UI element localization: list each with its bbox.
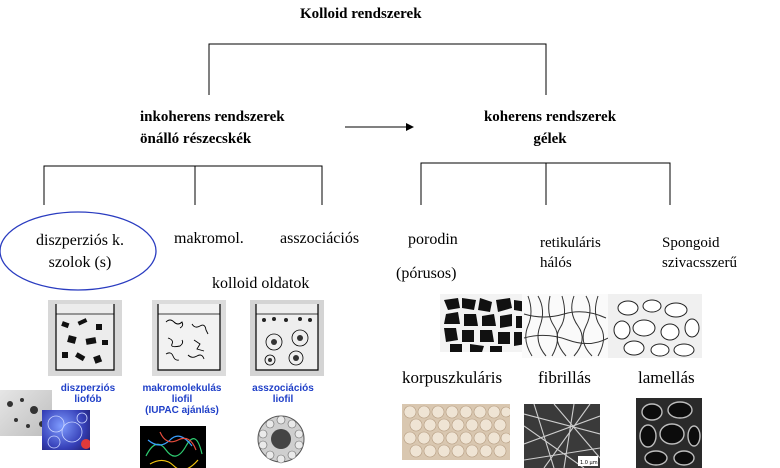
arrow-icon bbox=[345, 123, 414, 131]
inkoherens-node: inkoherens rendszerek önálló részecskék bbox=[140, 106, 285, 150]
retikularis-node: retikuláris hálós bbox=[540, 233, 601, 273]
diszperzios-node: diszperziós k. szolok (s) bbox=[20, 230, 140, 274]
highlight-ellipse bbox=[0, 211, 157, 291]
micelle-image bbox=[256, 412, 306, 466]
fibrillas-label: fibrillás bbox=[538, 368, 591, 387]
porodin-node: porodin bbox=[408, 231, 458, 248]
asszociacios-node: asszociációs bbox=[280, 230, 360, 247]
retikularis-line1: retikuláris bbox=[540, 235, 601, 251]
asszociacios-caption-line2: liofil bbox=[272, 394, 294, 405]
makromolekula-structure-image bbox=[140, 426, 206, 468]
diszperzios-beaker-image bbox=[48, 300, 122, 376]
makromolekulas-beaker-image bbox=[152, 300, 226, 376]
korpuszkularis-label: korpuszkuláris bbox=[402, 368, 503, 387]
diszperzios-line1: diszperziós k. bbox=[36, 232, 124, 249]
diagram-title: Kolloid rendszerek bbox=[300, 6, 422, 22]
makromol-node: makromol. bbox=[174, 230, 244, 247]
spongoid-structure-image bbox=[608, 294, 702, 358]
inkoherens-line2: önálló részecskék bbox=[140, 131, 252, 147]
makromolekulas-caption-line1: makromolekulás bbox=[142, 383, 222, 394]
makromolekulas-caption-line2: liofil bbox=[171, 394, 193, 405]
spongoid-line1: Spongoid bbox=[662, 235, 720, 251]
asszociacios-caption: asszociációs liofil bbox=[238, 383, 328, 405]
asszociacios-caption-line1: asszociációs bbox=[252, 383, 314, 394]
liofob-droplets-image bbox=[42, 410, 90, 450]
lamellas-label: lamellás bbox=[638, 368, 695, 387]
koherens-line2: gélek bbox=[533, 131, 567, 147]
asszociacios-beaker-image bbox=[250, 300, 324, 376]
inkoherens-line1: inkoherens rendszerek bbox=[140, 109, 285, 125]
diszperzios-caption: diszperziós liofób bbox=[52, 383, 124, 405]
retikularis-structure-image bbox=[522, 294, 608, 358]
makromolekulas-caption-line3: (IUPAC ajánlás) bbox=[145, 405, 219, 416]
porusos-label: (pórusos) bbox=[396, 265, 457, 282]
diszperzios-caption-line2: liofób bbox=[74, 394, 102, 405]
porodin-structure-image bbox=[440, 294, 530, 352]
koherens-line1: koherens rendszerek bbox=[483, 109, 617, 125]
fibrillas-micrograph-image: 1.0 µm bbox=[524, 404, 600, 468]
kolloid-oldatok-label: kolloid oldatok bbox=[212, 275, 310, 292]
spongoid-node: Spongoid szivacsszerű bbox=[662, 233, 737, 273]
scale-label: 1.0 µm bbox=[580, 460, 598, 466]
korpuszkularis-micrograph-image bbox=[402, 404, 510, 460]
diszperzios-line2: szolok (s) bbox=[48, 254, 112, 271]
lamellas-micrograph-image bbox=[636, 398, 702, 468]
spongoid-line2: szivacsszerű bbox=[662, 255, 737, 271]
makromolekulas-caption: makromolekulás liofil (IUPAC ajánlás) bbox=[130, 383, 234, 416]
koherens-node: koherens rendszerek gélek bbox=[470, 106, 630, 150]
diszperzios-caption-line1: diszperziós bbox=[60, 383, 116, 394]
retikularis-line2: hálós bbox=[540, 255, 572, 271]
